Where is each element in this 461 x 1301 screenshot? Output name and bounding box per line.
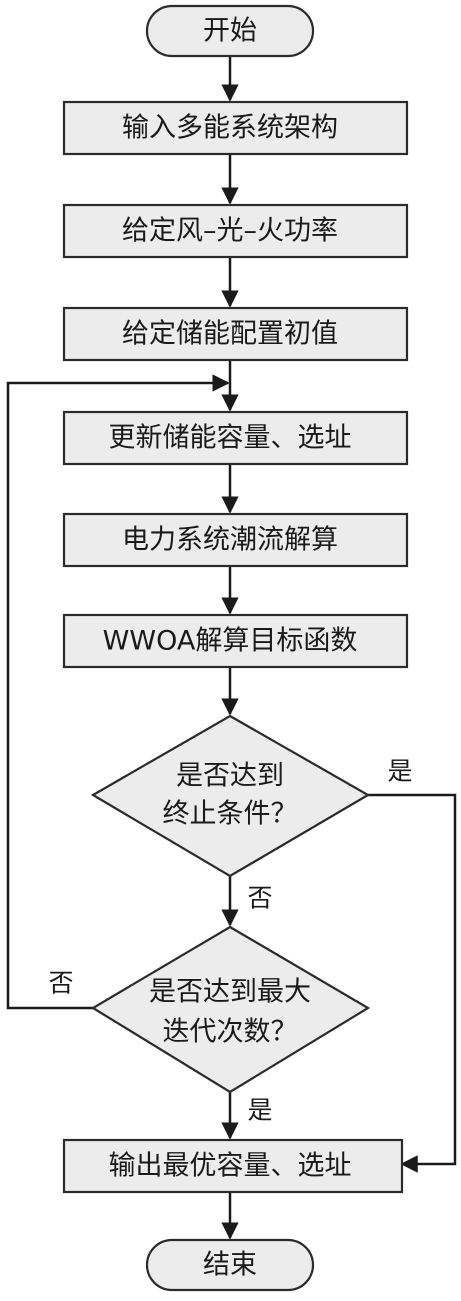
wwoa-label: WWOA解算目标函数: [103, 626, 358, 657]
cond1-yes-label: 是: [387, 757, 412, 786]
end-label: 结束: [203, 1250, 257, 1281]
output-label: 输出最优容量、选址: [109, 1151, 352, 1182]
cond1-label-line2: 终止条件？: [163, 799, 298, 830]
set-power-label: 给定风–光–火功率: [122, 216, 338, 247]
cond2-label-line1: 是否达到最大: [149, 977, 311, 1008]
set-storage-label: 给定储能配置初值: [122, 319, 338, 350]
cond2-label-line2: 迭代次数？: [163, 1017, 298, 1048]
update-label: 更新储能容量、选址: [109, 423, 352, 454]
cond2-diamond: [90, 925, 371, 1094]
start-label: 开始: [203, 16, 257, 47]
wwoa-box: [62, 613, 409, 669]
cond2-no-label: 否: [48, 969, 73, 998]
powerflow-box: [62, 512, 409, 568]
edge-cond2-no-loop-to-update: [6, 374, 230, 1010]
set-power-box: [62, 203, 409, 259]
input-arch-box: [62, 100, 409, 156]
update-box: [62, 410, 409, 466]
edge-cond1-yes-to-output: [368, 793, 457, 1173]
end-terminal: [145, 1238, 315, 1292]
set-storage-box: [62, 306, 409, 362]
input-arch-label: 输入多能系统架构: [122, 113, 338, 144]
output-box: [62, 1138, 404, 1194]
cond1-diamond: [90, 714, 371, 878]
powerflow-label: 电力系统潮流解算: [122, 525, 338, 556]
cond1-no-label: 否: [247, 884, 272, 913]
cond1-label-line1: 是否达到: [176, 761, 284, 792]
cond2-yes-label: 是: [247, 1096, 272, 1125]
start-terminal: [145, 4, 315, 58]
